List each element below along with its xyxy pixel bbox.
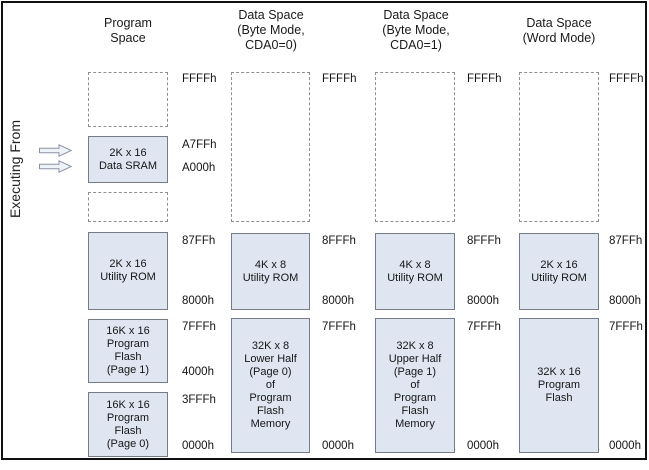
diagram-border (1, 1, 647, 460)
header-line: CDA0=0) (245, 38, 297, 52)
address-label: 8FFFh (467, 235, 501, 247)
box-text-line: 4K x 8 (254, 258, 287, 271)
address-label: 8000h (322, 295, 354, 307)
program-space-reserved-mid-box (88, 192, 168, 222)
header-line: Data Space (526, 16, 592, 30)
box-text-line: Program (393, 392, 437, 404)
box-text-line: Program (106, 411, 150, 424)
address-label: A7FFh (182, 139, 217, 151)
header-line: (Byte Mode, (382, 23, 450, 37)
box-text-line: 2K x 16 (109, 146, 147, 159)
address-label: 7FFFh (182, 321, 216, 333)
data-space-byte1-flash-upper-half-box: 32K x 8 Upper Half (Page 1) of Program F… (375, 318, 455, 453)
header-program-space: Program Space (63, 16, 193, 46)
data-space-byte1-utility-rom-box: 4K x 8 Utility ROM (375, 233, 455, 310)
executing-arrow-icon (39, 160, 72, 173)
box-text-line: 32K x 8 (251, 340, 290, 352)
box-text-line: (Page 1) (393, 366, 437, 378)
address-label: FFFFh (467, 73, 502, 85)
box-text-line: 4K x 8 (399, 258, 431, 271)
box-text-line: Flash (114, 424, 142, 437)
box-text-line: Utility ROM (100, 271, 156, 283)
header-line: Space (110, 31, 146, 45)
header-data-space-byte-cda0-1: Data Space (Byte Mode, CDA0=1) (351, 8, 481, 53)
box-text-line: Memory (250, 418, 291, 430)
address-label: 7FFFh (322, 321, 356, 333)
header-data-space-word: Data Space (Word Mode) (494, 16, 624, 46)
address-label: FFFFh (322, 73, 357, 85)
box-text-line: 32K x 8 (396, 340, 434, 352)
address-label: 7FFFh (467, 321, 501, 333)
header-line: Data Space (238, 8, 304, 22)
data-space-byte0-flash-lower-half-box: 32K x 8 Lower Half (Page 0) of Program F… (231, 318, 310, 453)
box-text-line: Upper Half (388, 353, 442, 365)
address-label: 4000h (182, 366, 214, 378)
address-label: 8000h (467, 295, 499, 307)
address-label: 87FFh (182, 235, 216, 247)
address-label: 0000h (467, 440, 499, 452)
box-text-line: Utility ROM (387, 271, 443, 284)
data-space-byte0-reserved-box (231, 72, 310, 222)
address-label: 8000h (182, 295, 214, 307)
box-text-line: Utility ROM (531, 271, 587, 284)
address-label: FFFFh (609, 73, 644, 85)
box-text-line: 2K x 16 (109, 258, 147, 270)
address-label: 7FFFh (609, 321, 643, 333)
program-space-utility-rom-box: 2K x 16 Utility ROM (88, 232, 168, 310)
data-space-byte0-utility-rom-box: 4K x 8 Utility ROM (231, 233, 310, 310)
box-text-line: 2K x 16 (540, 258, 578, 271)
executing-arrow-icon (39, 144, 72, 157)
header-line: CDA0=1) (390, 38, 442, 52)
header-line: (Word Mode) (522, 31, 596, 45)
box-text-line: 32K x 16 (537, 366, 581, 378)
box-text-line: 16K x 16 (106, 325, 150, 337)
box-text-line: (Page 0) (106, 437, 150, 450)
box-text-line: Flash (114, 351, 142, 363)
address-label: FFFFh (182, 73, 217, 85)
address-label: 8000h (609, 295, 641, 307)
header-line: Program (104, 16, 152, 30)
box-text-line: (Page 0) (249, 366, 292, 378)
box-text-line: Program (249, 392, 292, 404)
box-text-line: of (410, 379, 420, 391)
executing-from-label: Executing From (7, 119, 23, 219)
program-space-flash-page0-box: 16K x 16 Program Flash (Page 0) (88, 392, 168, 457)
data-space-word-reserved-box (519, 72, 599, 222)
header-data-space-byte-cda0-0: Data Space (Byte Mode, CDA0=0) (206, 8, 336, 53)
box-text-line: 16K x 16 (106, 398, 150, 411)
box-text-line: Lower Half (244, 353, 297, 365)
address-label: 87FFh (609, 235, 643, 247)
address-label: 0000h (322, 440, 354, 452)
program-space-data-sram-box: 2K x 16 Data SRAM (88, 136, 168, 183)
data-space-byte1-reserved-box (375, 72, 455, 222)
address-label: A000h (182, 162, 216, 174)
program-space-flash-page1-box: 16K x 16 Program Flash (Page 1) (88, 319, 168, 383)
address-label: 3FFFh (182, 394, 216, 406)
box-text-line: of (265, 379, 276, 391)
box-text-line: Memory (395, 418, 435, 430)
header-line: (Byte Mode, (237, 23, 305, 37)
box-text-line: Program (106, 338, 150, 350)
address-label: 0000h (182, 440, 214, 452)
box-text-line: (Page 1) (106, 364, 150, 376)
box-text-line: Flash (257, 405, 284, 417)
box-text-line: Utility ROM (242, 271, 299, 284)
header-line: Data Space (383, 8, 449, 22)
data-space-word-utility-rom-box: 2K x 16 Utility ROM (519, 233, 599, 310)
box-text-line: Program (537, 379, 581, 391)
box-text-line: Flash (545, 392, 573, 404)
program-space-reserved-upper-box (88, 72, 168, 127)
address-label: 0000h (609, 440, 641, 452)
box-text-line: Data SRAM (98, 159, 158, 172)
address-label: 8FFFh (322, 235, 356, 247)
data-space-word-program-flash-box: 32K x 16 Program Flash (519, 318, 599, 453)
box-text-line: Flash (401, 405, 429, 417)
